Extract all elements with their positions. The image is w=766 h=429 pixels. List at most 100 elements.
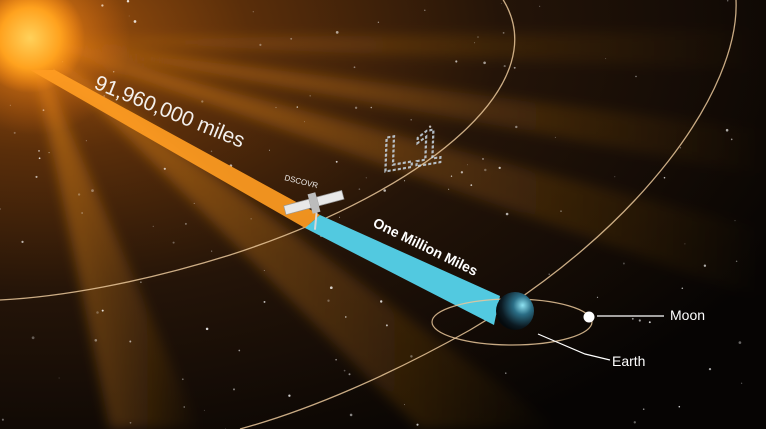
star	[290, 37, 293, 40]
star	[503, 65, 506, 68]
star	[128, 15, 130, 17]
star	[263, 300, 266, 303]
star	[250, 218, 252, 220]
star	[424, 9, 426, 12]
star	[383, 189, 386, 192]
star	[410, 355, 413, 358]
star	[335, 31, 339, 34]
star	[470, 184, 473, 186]
star	[1, 418, 4, 421]
star	[238, 349, 241, 352]
star	[91, 189, 94, 192]
star	[152, 225, 155, 228]
star	[377, 21, 380, 23]
star	[428, 125, 432, 128]
star	[252, 11, 254, 13]
star	[181, 378, 184, 381]
sun	[0, 0, 85, 93]
star	[455, 60, 458, 63]
star	[31, 336, 35, 340]
star	[126, 0, 130, 3]
star	[327, 299, 330, 302]
star	[622, 262, 625, 265]
star	[450, 175, 453, 177]
star	[101, 309, 104, 312]
star	[96, 311, 99, 314]
star	[554, 136, 556, 138]
star	[94, 339, 98, 342]
star	[81, 212, 83, 214]
star	[77, 193, 81, 196]
star	[539, 5, 541, 7]
star	[349, 413, 353, 417]
star	[268, 149, 270, 151]
l1-to-earth-beam	[305, 215, 500, 325]
star	[339, 216, 340, 218]
star	[343, 369, 346, 372]
star	[304, 121, 305, 123]
star	[614, 176, 616, 178]
moon-label: Moon	[670, 307, 705, 323]
star	[734, 220, 736, 222]
star	[288, 394, 291, 397]
star	[38, 150, 40, 152]
star	[548, 273, 550, 275]
l1-orbit	[0, 0, 516, 301]
star	[184, 222, 187, 225]
star	[642, 408, 645, 411]
star	[466, 164, 468, 166]
star	[365, 177, 367, 179]
star	[502, 32, 505, 34]
star	[663, 176, 666, 179]
star	[348, 373, 351, 376]
star	[703, 264, 707, 267]
star	[85, 140, 87, 142]
earth-label: Earth	[612, 353, 645, 369]
star	[353, 66, 356, 69]
star	[275, 106, 277, 109]
star	[725, 128, 729, 132]
star	[474, 42, 476, 44]
star	[335, 160, 338, 163]
star	[345, 316, 347, 318]
star	[38, 157, 41, 160]
star	[460, 171, 464, 174]
moon	[583, 311, 595, 323]
star	[482, 158, 484, 160]
star	[21, 240, 24, 244]
star	[726, 0, 729, 2]
star	[35, 175, 38, 178]
star	[740, 382, 743, 384]
star	[425, 242, 427, 244]
star	[370, 106, 373, 109]
star	[203, 409, 205, 411]
star	[505, 372, 507, 374]
star	[560, 210, 562, 212]
earth-callout-line	[537, 333, 611, 361]
star	[133, 20, 137, 23]
star	[477, 36, 479, 38]
star	[354, 106, 358, 109]
sun-to-l1-beam	[30, 70, 320, 228]
star	[48, 151, 50, 154]
star	[259, 43, 262, 46]
star	[448, 188, 450, 190]
star	[418, 141, 420, 143]
star	[681, 287, 684, 290]
star	[0, 208, 1, 210]
callout-lines	[537, 315, 664, 361]
star	[183, 406, 185, 408]
star	[416, 423, 419, 426]
star	[738, 341, 742, 344]
star	[309, 95, 311, 97]
star	[633, 421, 636, 424]
star	[631, 317, 634, 320]
star	[205, 327, 209, 331]
star	[335, 358, 337, 361]
l1-label: L1	[382, 117, 444, 183]
star	[129, 340, 132, 343]
star	[605, 58, 607, 60]
star	[404, 404, 405, 406]
